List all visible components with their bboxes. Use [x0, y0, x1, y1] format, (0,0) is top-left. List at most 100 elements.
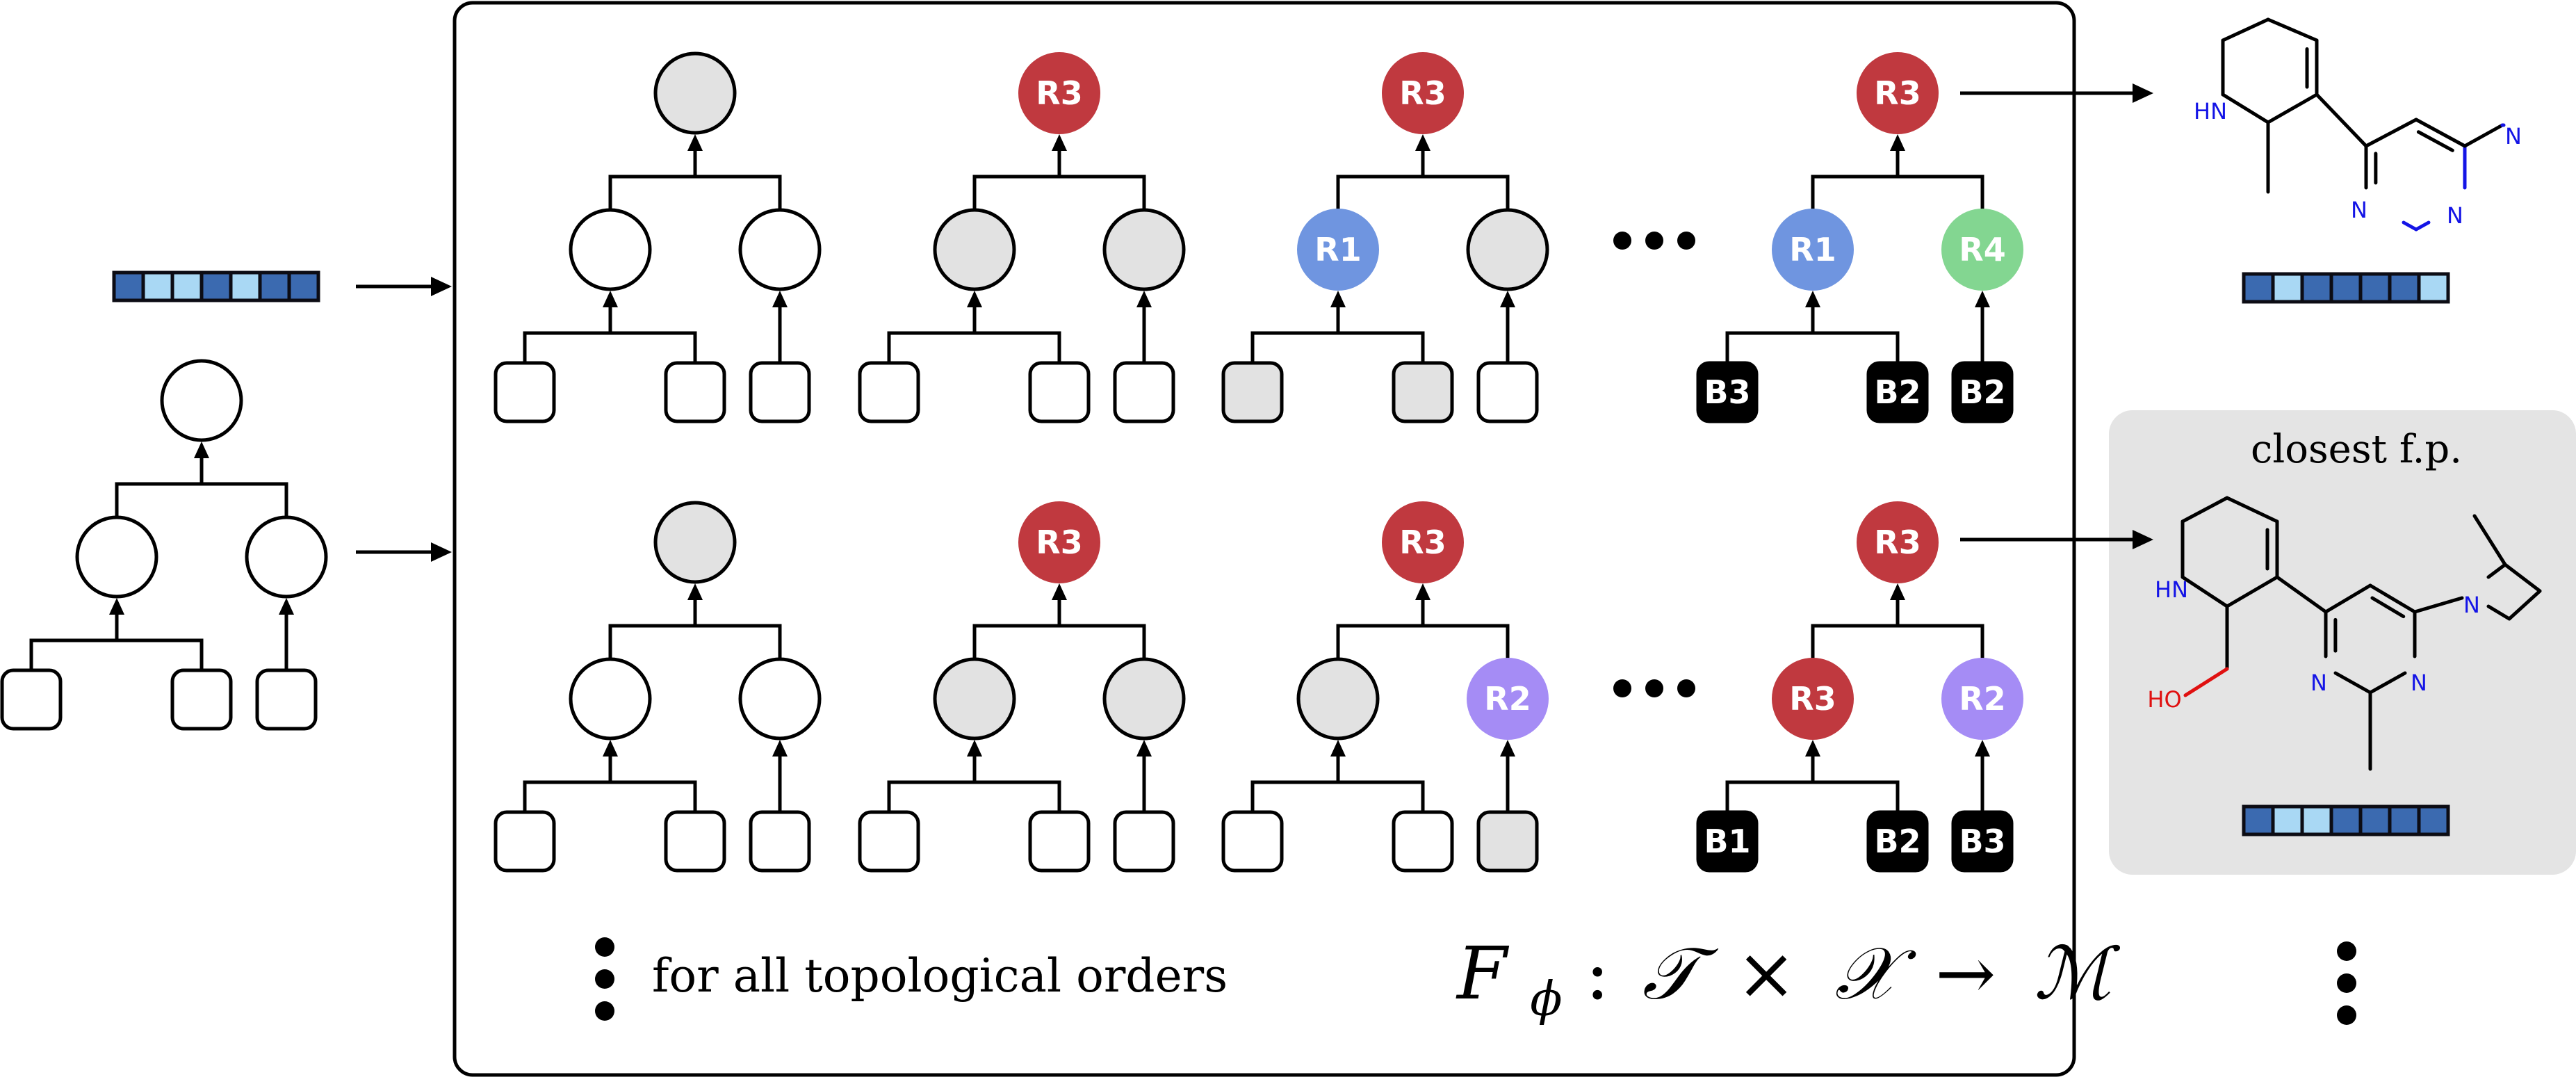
row2-tree-4-block-3: B3 [1951, 810, 2014, 873]
mol2-atom-N3: N [2463, 592, 2480, 618]
row1-tree-1-left-node [569, 208, 652, 291]
row2-tree-2-root: R3 [1018, 501, 1100, 583]
row2-tree-4-left-arrow [1805, 740, 1820, 782]
row2-tree-4-left-node: R3 [1772, 658, 1854, 740]
row1-tree-2-root: R3 [1018, 52, 1100, 134]
formula-X: 𝒳 [1835, 931, 1917, 1016]
row2-tree-4-block-3-label: B3 [1959, 823, 2005, 860]
fingerprints [112, 270, 2450, 836]
input-fingerprint-bit-3 [170, 270, 204, 302]
row2-tree-1-block-2 [664, 810, 726, 873]
row2-tree-1-root-arrow [687, 583, 703, 626]
row1-tree-2: R3 [858, 52, 1186, 423]
row1-tree-4-block-1: B3 [1696, 361, 1759, 423]
input-fingerprint-bit-6 [258, 270, 291, 302]
output-fingerprint-1 [2242, 272, 2450, 304]
row2-tree-4-left-node-label: R3 [1789, 680, 1836, 718]
input-tree-left-node [75, 515, 158, 599]
row1-tree-2-root-arrow [1052, 134, 1067, 177]
row2-tree-1-block-3 [749, 810, 811, 873]
row2-tree-2-root-label: R3 [1036, 524, 1082, 561]
row2-tree-2-block-2 [1028, 810, 1091, 873]
row2-output-arrow [1960, 530, 2153, 549]
row1-tree-2-right-arrow [1136, 291, 1152, 363]
output-fingerprint-1-bit-6 [2388, 272, 2421, 304]
row1-tree-4-block-1-label: B3 [1704, 373, 1750, 411]
row2-tree-3-right-node: R2 [1467, 658, 1549, 740]
mol2-atom-N1: N [2310, 670, 2327, 696]
row1-tree-3-left-node: R1 [1297, 209, 1379, 291]
row2-tree-2-left-arrow [967, 740, 982, 782]
closest-fingerprint-bit-7 [2417, 804, 2450, 836]
input-tree-block-3 [255, 668, 318, 731]
arrows [356, 83, 2153, 562]
closest-fingerprint-bit-5 [2358, 804, 2392, 836]
input-fingerprint [112, 270, 320, 302]
row1-tree-3-right-arrow [1500, 291, 1515, 363]
input-fingerprint-bit-4 [199, 270, 233, 302]
closest-fingerprint-bit-3 [2300, 804, 2333, 836]
formula-F: F [1456, 931, 1510, 1016]
row1-tree-4-right-node: R4 [1941, 209, 2023, 291]
row1-tree-2-right-node [1102, 208, 1186, 291]
input-group [0, 359, 328, 731]
row2-tree-2-block-1 [858, 810, 920, 873]
row1-tree-2-block-3 [1113, 361, 1175, 423]
row1-tree-1-right-arrow [772, 291, 788, 363]
closest-fingerprint-bit-4 [2329, 804, 2363, 836]
row2-tree-1-left-node [569, 657, 652, 741]
row1-tree-3-right-node [1466, 208, 1549, 291]
row2-tree-2-root-arrow [1052, 583, 1067, 626]
row2-tree-1-left-arrow [603, 740, 618, 782]
input-tree [0, 359, 328, 731]
row2-tree-4-right-node-label: R2 [1959, 680, 2005, 718]
row1-tree-1 [494, 51, 822, 423]
fingerprint-to-panel-arrow [356, 277, 452, 296]
row1-tree-3-left-arrow [1330, 291, 1346, 333]
row2-tree-4-block-1-label: B1 [1704, 823, 1750, 860]
row2-tree-3-left-arrow [1330, 740, 1346, 782]
panel-caption: for all topological orders [652, 949, 1228, 1003]
row1-tree-4-root-label: R3 [1874, 74, 1921, 112]
row1-tree-4-root: R3 [1857, 52, 1939, 134]
mol2-atom-N2: N [2411, 670, 2427, 696]
row2-tree-4-block-1: B1 [1696, 810, 1759, 873]
row1-tree-4-left-node: R1 [1772, 209, 1854, 291]
tree-to-panel-arrow [356, 542, 452, 562]
row1-tree-3-root: R3 [1382, 52, 1464, 134]
row1-tree-4-block-2: B2 [1866, 361, 1929, 423]
row1-tree-1-left-arrow [603, 291, 618, 333]
row2-tree-4-right-arrow [1975, 740, 1990, 812]
row2-tree-4-block-2: B2 [1866, 810, 1929, 873]
row2-tree-4-block-2-label: B2 [1874, 823, 1921, 860]
row1-tree-2-left-arrow [967, 291, 982, 333]
input-fingerprint-bit-5 [229, 270, 262, 302]
formula-M: ℳ [2034, 931, 2121, 1016]
row2-tree-3-block-3 [1476, 810, 1539, 873]
row2-tree-3-right-node-label: R2 [1484, 680, 1531, 718]
row1-tree-4-block-3-label: B2 [1959, 373, 2005, 411]
row1-tree-4-block-2-label: B2 [1874, 373, 1921, 411]
row1-output-arrow [1960, 83, 2153, 103]
row1-tree-2-root-label: R3 [1036, 74, 1082, 112]
row2-tree-2-block-3 [1113, 810, 1175, 873]
row2-tree-3-right-arrow [1500, 740, 1515, 812]
row1-tree-1-block-2 [664, 361, 726, 423]
vertical-ellipsis-panel [595, 937, 614, 1021]
row2-tree-3-root: R3 [1382, 501, 1464, 583]
mol2-atom-HN: HN [2155, 576, 2188, 603]
row1-tree-4-left-arrow [1805, 291, 1820, 333]
row1-tree-2-left-node [933, 208, 1016, 291]
closest-fingerprint-bit-6 [2388, 804, 2421, 836]
row1-tree-3-left-node-label: R1 [1314, 231, 1361, 268]
input-tree-right-node [245, 515, 328, 599]
row1-tree-3-block-1 [1221, 361, 1284, 423]
row1-tree-4-right-node-label: R4 [1959, 231, 2005, 268]
row1-tree-2-block-1 [858, 361, 920, 423]
